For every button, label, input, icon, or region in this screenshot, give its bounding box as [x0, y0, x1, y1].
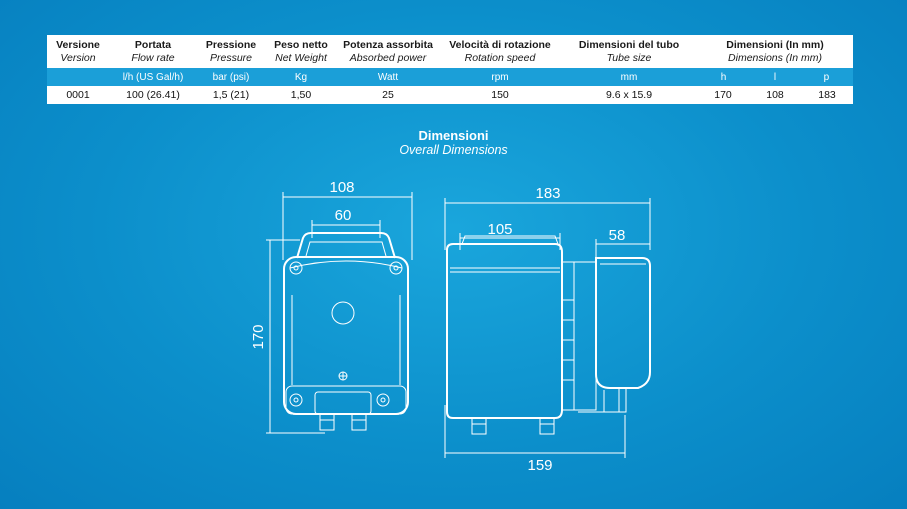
unit-speed: rpm: [439, 68, 561, 86]
unit-h: h: [720, 71, 727, 83]
cell-h: 170: [714, 89, 732, 101]
unit-power: Watt: [337, 68, 439, 86]
unit-l: l: [773, 71, 777, 83]
cell-p: 183: [818, 89, 836, 101]
cell-tube: 9.6 x 15.9: [605, 89, 653, 101]
unit-p: p: [823, 71, 830, 83]
dimensions-title-en: Overall Dimensions: [399, 143, 508, 157]
unit-version: [47, 68, 109, 86]
cell-version: 0001: [66, 89, 90, 101]
cell-pressure: 1,5 (21): [212, 89, 250, 101]
dim-side-top-width: 105: [487, 221, 512, 238]
table-units-row: l/h (US Gal/h) bar (psi) Kg Watt rpm mm …: [47, 68, 853, 86]
cell-weight: 1,50: [290, 89, 312, 101]
dim-side-right-width: 58: [609, 227, 626, 244]
side-view: [444, 198, 651, 458]
cell-speed: 150: [491, 89, 509, 101]
unit-dimensions: h l p: [697, 68, 853, 86]
dim-front-height: 170: [250, 324, 267, 349]
table-row: 0001 100 (26.41) 1,5 (21) 1,50 25 150 9.…: [47, 86, 853, 104]
front-view: [266, 192, 413, 434]
unit-weight: Kg: [265, 68, 337, 86]
unit-tube: mm: [561, 68, 697, 86]
dim-front-inner-width: 60: [335, 207, 352, 224]
dimensions-title: Dimensioni Overall Dimensions: [0, 128, 907, 157]
dim-front-width: 108: [329, 179, 354, 196]
unit-flow: l/h (US Gal/h): [109, 68, 197, 86]
cell-l: 108: [766, 89, 784, 101]
cell-flow: 100 (26.41): [126, 89, 180, 101]
dim-side-bottom-width: 159: [527, 457, 552, 474]
dimensions-title-it: Dimensioni: [418, 128, 489, 143]
dim-side-depth: 183: [535, 185, 560, 202]
unit-pressure: bar (psi): [197, 68, 265, 86]
header-dimensions: Dimensioni (In mm)Dimensions (In mm): [726, 38, 824, 64]
cell-power: 25: [382, 89, 394, 101]
cell-dimensions: 170 108 183: [697, 86, 853, 104]
